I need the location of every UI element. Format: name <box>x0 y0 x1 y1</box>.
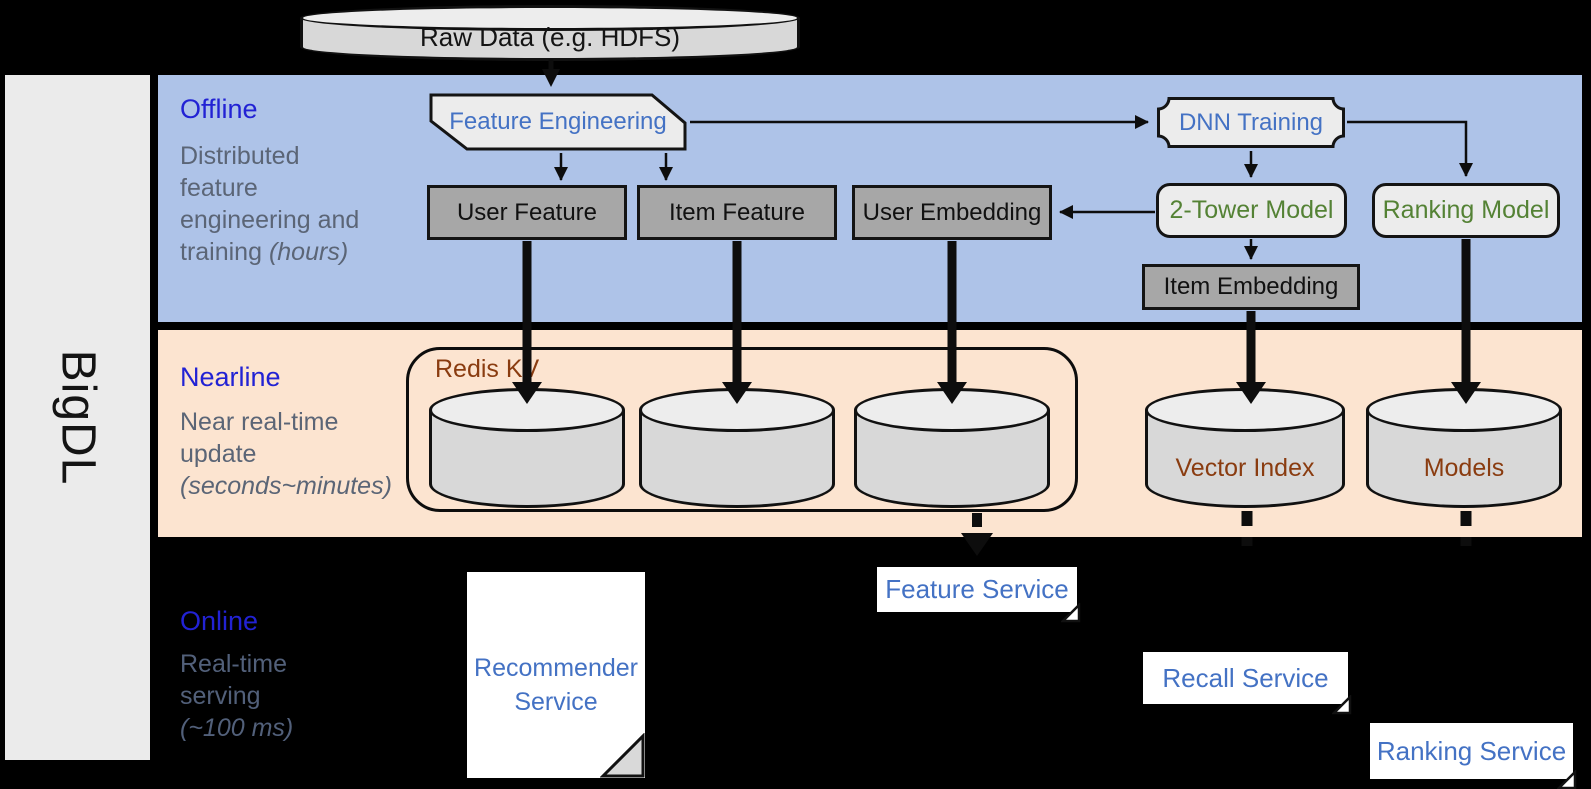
cylinder-top <box>300 5 800 31</box>
feature-engineering-label: Feature Engineering <box>449 108 667 135</box>
desc-line: feature <box>180 174 258 202</box>
recommender-service-label: Recommender Service <box>474 654 638 716</box>
desc-line: Near real-time <box>180 408 339 436</box>
recall-service-node: Recall Service <box>1143 652 1352 715</box>
cylinder-top <box>429 388 625 432</box>
dnn-training-node: DNN Training <box>1155 95 1347 150</box>
redis-kv-container: Redis KV <box>406 347 1078 512</box>
desc-line: Distributed <box>180 142 300 170</box>
bigdl-sidebar: BigDL <box>5 75 150 760</box>
raw-data-label: Raw Data (e.g. HDFS) <box>419 21 681 52</box>
user-feature-label: User Feature <box>456 198 598 226</box>
recommender-service-node: Recommender Service <box>467 572 645 778</box>
desc-line: update <box>180 440 257 468</box>
redis-kv-label: Redis KV <box>435 355 540 383</box>
vector-index-label: Vector Index <box>1175 453 1315 482</box>
chamfered-box-shape <box>429 93 687 151</box>
cylinder-top <box>854 388 1050 432</box>
two-tower-model-node: 2-Tower Model <box>1156 183 1347 238</box>
two-tower-model-label: 2-Tower Model <box>1169 196 1334 224</box>
nearline-desc: Near real-time update (seconds~minutes) <box>180 406 392 502</box>
cylinder-top <box>639 388 835 432</box>
ranking-service-label: Ranking Service <box>1376 735 1567 766</box>
online-desc: Real-time serving (~100 ms) <box>180 648 293 744</box>
feature-engineering-node: Feature Engineering <box>428 92 688 152</box>
page-fold-icon <box>1061 603 1081 623</box>
redis-cylinder-3 <box>854 388 1050 508</box>
desc-line: training <box>180 238 269 266</box>
models-store: Models <box>1366 388 1562 508</box>
page-fold-icon <box>1557 770 1577 789</box>
feature-service-node: Feature Service <box>877 567 1081 623</box>
user-embedding-label: User Embedding <box>862 198 1042 226</box>
desc-line-italic: (~100 ms) <box>180 714 294 742</box>
redis-cylinder-2 <box>639 388 835 508</box>
desc-line: engineering and <box>180 206 360 234</box>
item-embedding-label: Item Embedding <box>1163 273 1339 300</box>
page-fold-icon <box>600 733 645 778</box>
bigdl-logo: BigDL <box>50 349 104 486</box>
offline-title: Offline <box>180 94 258 124</box>
item-embedding-node: Item Embedding <box>1142 264 1360 310</box>
offline-desc: Distributed feature engineering and trai… <box>180 140 359 268</box>
vector-index-store: Vector Index <box>1145 388 1345 508</box>
online-title: Online <box>180 606 259 636</box>
desc-line-italic: (hours) <box>268 238 349 266</box>
desc-line-italic: (seconds~minutes) <box>180 472 392 500</box>
ranking-model-node: Ranking Model <box>1372 183 1560 238</box>
desc-line: serving <box>180 682 261 710</box>
item-feature-label: Item Feature <box>668 198 806 226</box>
ranking-service-node: Ranking Service <box>1370 723 1577 789</box>
dnn-training-label: DNN Training <box>1178 108 1324 136</box>
cylinder-top <box>1145 388 1345 432</box>
plaque-shape <box>1157 97 1345 148</box>
feature-service-label: Feature Service <box>885 574 1069 604</box>
ranking-model-label: Ranking Model <box>1382 196 1550 224</box>
redis-cylinder-1 <box>429 388 625 508</box>
nearline-title: Nearline <box>180 362 281 392</box>
user-feature-node: User Feature <box>427 185 627 240</box>
cylinder-top <box>1366 388 1562 432</box>
models-label: Models <box>1423 453 1505 482</box>
user-embedding-node: User Embedding <box>852 185 1052 240</box>
raw-data-store: Raw Data (e.g. HDFS) <box>300 5 800 61</box>
item-feature-node: Item Feature <box>637 185 837 240</box>
page-fold-icon <box>1332 695 1352 715</box>
desc-line: Real-time <box>180 650 287 678</box>
recall-service-label: Recall Service <box>1162 662 1329 693</box>
